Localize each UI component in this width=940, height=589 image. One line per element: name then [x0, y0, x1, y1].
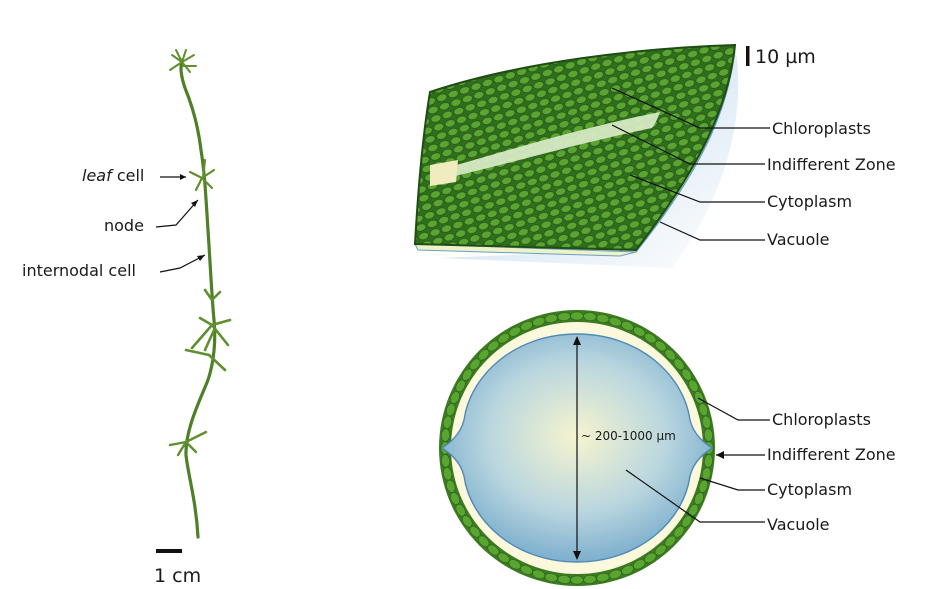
- scale-bar-1cm-label: 1 cm: [154, 565, 201, 587]
- middle-whorl: [186, 290, 230, 370]
- cross-label-indifferent-zone: Indifferent Zone: [767, 445, 896, 464]
- section-3d-label-cytoplasm: Cytoplasm: [767, 192, 852, 211]
- scale-bar-1cm: [156, 549, 182, 553]
- cross-label-cytoplasm: Cytoplasm: [767, 480, 852, 499]
- section-3d-label-chloroplasts: Chloroplasts: [772, 119, 871, 138]
- node-leader: [156, 200, 198, 227]
- apical-whorl: [170, 50, 196, 72]
- cross-label-chloroplasts: Chloroplasts: [772, 410, 871, 429]
- internodal-cell-label: internodal cell: [22, 261, 136, 280]
- chloroplast: [571, 312, 584, 320]
- section-3d-label-indifferent-zone: Indifferent Zone: [767, 155, 896, 174]
- diameter-label: ~ 200-1000 µm: [581, 429, 676, 443]
- chloroplast: [571, 576, 584, 584]
- scale-bar-10um-label: 10 µm: [755, 46, 816, 68]
- cross-section: ~ 200-1000 µm Chloroplasts Indifferent Z…: [439, 310, 896, 586]
- cross-label-vacuole: Vacuole: [767, 515, 830, 534]
- wall-section-3d: 10 µm Chloroplasts Indifferent Zone Cyto…: [415, 45, 896, 268]
- section-3d-label-vacuole: Vacuole: [767, 230, 830, 249]
- node-label: node: [104, 216, 144, 235]
- chara-plant: leaf cell node internodal cell 1 cm: [22, 50, 230, 587]
- leaf-cell-label: leaf cell: [82, 166, 144, 185]
- scale-bar-10um: [746, 46, 750, 66]
